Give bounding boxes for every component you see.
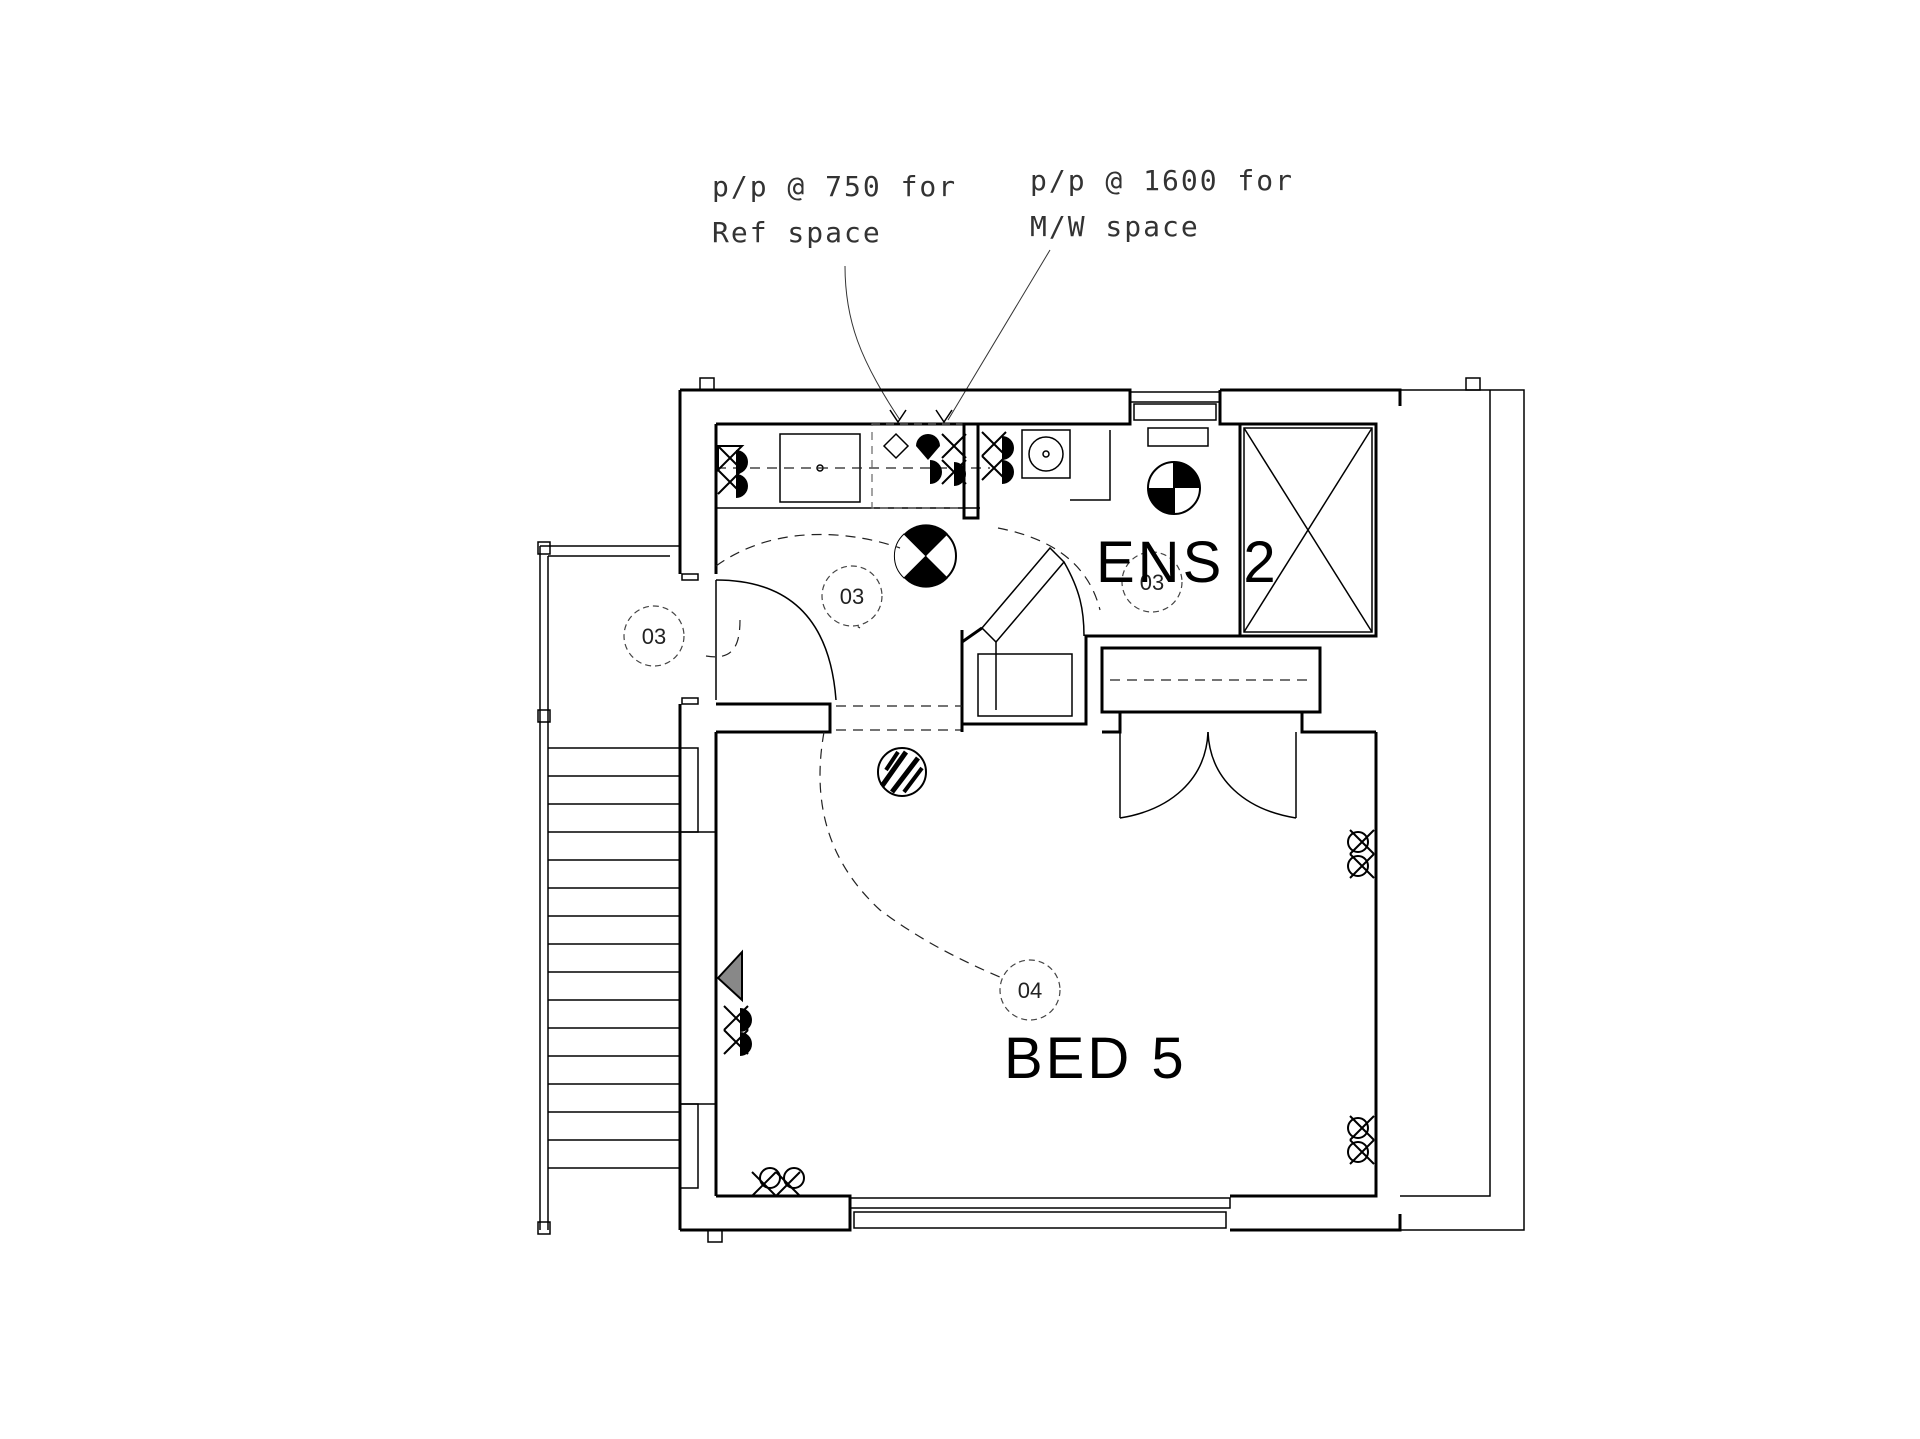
shower bbox=[1243, 427, 1373, 633]
bed-power-outlet-right-bottom-icon bbox=[1347, 1115, 1375, 1165]
external-stair bbox=[537, 541, 680, 1235]
room-label-bed5: BED 5 bbox=[1004, 1026, 1187, 1091]
power-outlet-mw-icon bbox=[935, 409, 967, 486]
tag-label: 03 bbox=[1140, 570, 1164, 595]
smoke-detector-icon bbox=[877, 747, 927, 797]
bed-power-outlet-bottom-icon bbox=[751, 1167, 805, 1197]
basin bbox=[1021, 429, 1071, 479]
tag-label: 03 bbox=[642, 624, 666, 649]
entry-door bbox=[681, 573, 837, 705]
circuit-tag-ensuite: 03 bbox=[1121, 551, 1183, 613]
note-mw-line1: p/p @ 1600 for bbox=[1030, 164, 1294, 197]
power-outlet-ensuite-icon bbox=[981, 431, 1014, 484]
kitchenette bbox=[715, 422, 990, 520]
circuit-tag-bed: 04 bbox=[999, 959, 1061, 1021]
ensuite-walls bbox=[960, 424, 1378, 726]
power-outlet-ref-icon bbox=[882, 409, 942, 484]
tv-point-icon bbox=[716, 949, 743, 1003]
leader-line bbox=[947, 249, 1051, 421]
circuit-tag-center: 03 bbox=[821, 565, 883, 627]
leader-line bbox=[844, 265, 901, 421]
cupboard bbox=[977, 653, 1073, 717]
circuit-tag-left: 03 bbox=[623, 605, 685, 667]
fridge-space bbox=[871, 423, 965, 509]
annotation-ref-space: p/p @ 750 for Ref space bbox=[712, 170, 957, 421]
annotation-mw-space: p/p @ 1600 for M/W space bbox=[947, 164, 1294, 421]
toilet-cistern bbox=[1147, 427, 1209, 447]
bed-power-outlet-right-top-icon bbox=[1347, 829, 1375, 879]
tag-label: 03 bbox=[840, 584, 864, 609]
note-mw-line2: M/W space bbox=[1030, 210, 1200, 243]
tag-label: 04 bbox=[1018, 978, 1042, 1003]
exhaust-fan-icon bbox=[1147, 461, 1201, 515]
internal-partition bbox=[716, 702, 964, 734]
room-label-ens2: ENS 2 bbox=[1096, 530, 1279, 595]
note-ref-line2: Ref space bbox=[712, 216, 882, 249]
bed-power-outlet-left-icon bbox=[723, 1005, 752, 1056]
wardrobe bbox=[1100, 646, 1376, 819]
double-power-outlet-icon bbox=[715, 442, 748, 498]
note-ref-line1: p/p @ 750 for bbox=[712, 170, 957, 203]
ceiling-light-icon bbox=[893, 524, 957, 588]
